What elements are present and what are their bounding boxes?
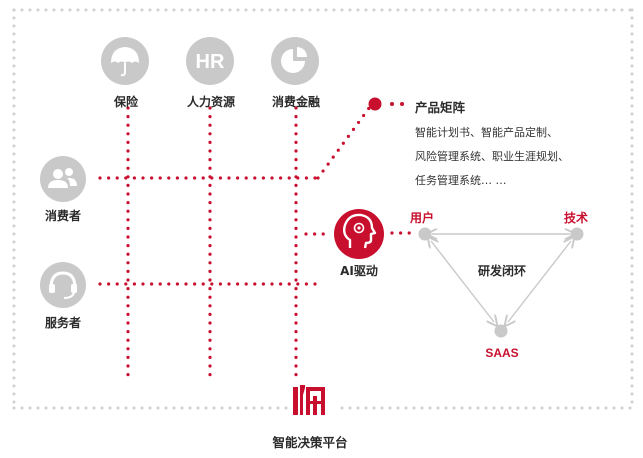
pie-chart-icon (271, 37, 319, 85)
ai-head-icon (334, 209, 384, 259)
tech-node (570, 227, 584, 241)
headset-icon (40, 262, 86, 308)
ai-driver-label: AI驱动 (340, 264, 378, 278)
product-matrix-line: 风险管理系统、职业生涯规划、 (415, 150, 569, 163)
product-matrix-node (368, 97, 382, 111)
umbrella-icon (101, 37, 149, 85)
node-label-consumer-finance: 消费金融 (271, 95, 321, 109)
node-label-insurance: 保险 (113, 95, 139, 109)
users-icon (40, 156, 86, 202)
rd-loop (418, 227, 584, 338)
product-matrix-dots (390, 102, 404, 106)
product-matrix-line: 任务管理系统… … (415, 174, 507, 187)
saas-node (494, 324, 508, 338)
product-matrix-title: 产品矩阵 (415, 100, 466, 115)
node-label-consumer: 消费者 (44, 209, 82, 223)
loop-center-label: 研发闭环 (477, 264, 527, 278)
outer-frame (12, 8, 634, 410)
user-node (418, 227, 432, 241)
loop-saas-label: SAAS (485, 346, 519, 360)
platform-logo-icon (293, 385, 325, 415)
platform-label: 智能决策平台 (272, 435, 348, 450)
loop-tech-label: 技术 (564, 211, 589, 225)
node-label-service-provider: 服务者 (44, 316, 82, 330)
connection-grid (98, 102, 412, 384)
hr-icon: HR (186, 37, 234, 85)
loop-user-label: 用户 (410, 211, 435, 225)
product-matrix-line: 智能计划书、智能产品定制、 (415, 126, 558, 139)
hr-icon-text: HR (196, 51, 225, 73)
node-label-hr: 人力资源 (186, 95, 236, 109)
